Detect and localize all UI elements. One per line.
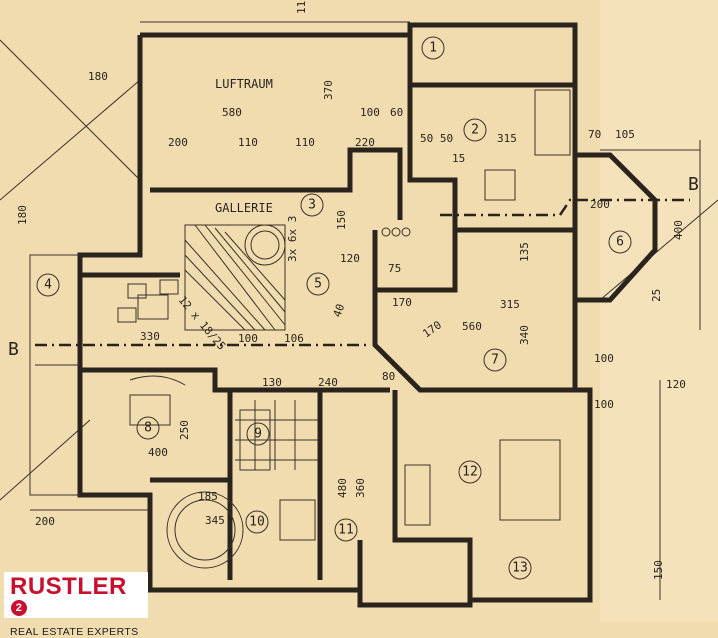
dimension: 240 bbox=[318, 376, 338, 389]
dimension: 250 bbox=[178, 420, 191, 440]
floor-plan-drawing: LUFTRAUM GALLERIE B B 1 2 3 4 5 6 7 8 9 … bbox=[0, 0, 718, 621]
dimension: 180 bbox=[16, 205, 29, 225]
dimension: 220 bbox=[355, 136, 375, 149]
dimension: 400 bbox=[672, 220, 685, 240]
dimension: 480 bbox=[336, 478, 349, 498]
dimension: 340 bbox=[518, 325, 531, 345]
dimension: 200 bbox=[35, 515, 55, 528]
room-number: 4 bbox=[44, 278, 52, 293]
dimension: 580 bbox=[222, 106, 242, 119]
label-luftraum: LUFTRAUM bbox=[215, 77, 273, 91]
logo-wordmark: RUSTLER2 bbox=[10, 574, 142, 626]
dimension: 400 bbox=[148, 446, 168, 459]
dimension: 110 bbox=[295, 136, 315, 149]
dimension: 60 bbox=[390, 106, 403, 119]
logo-mark-icon: 2 bbox=[11, 600, 27, 616]
room-number: 13 bbox=[512, 561, 528, 576]
paper-light-edge bbox=[600, 0, 718, 621]
section-marker-right: B bbox=[688, 174, 699, 195]
logo-word-text: RUSTLER bbox=[10, 573, 127, 600]
paper bbox=[0, 0, 718, 621]
room-number: 9 bbox=[254, 427, 262, 442]
room-number: 1 bbox=[429, 41, 437, 56]
room-number: 5 bbox=[314, 277, 322, 292]
dimension: 330 bbox=[140, 330, 160, 343]
dimension: 315 bbox=[497, 132, 517, 145]
room-number: 8 bbox=[144, 421, 152, 436]
room-number: 11 bbox=[338, 523, 354, 538]
dimension: 560 bbox=[462, 320, 482, 333]
exterior-walls bbox=[29, 22, 658, 608]
dimension-lines bbox=[30, 21, 701, 600]
dimension: 50 50 bbox=[420, 132, 453, 145]
label-gallerie: GALLERIE bbox=[215, 201, 273, 215]
dimension: 100 bbox=[594, 398, 614, 411]
room-number: 10 bbox=[249, 515, 265, 530]
room-number: 3 bbox=[308, 198, 316, 213]
dimension: 185 bbox=[198, 490, 218, 503]
room-number: 2 bbox=[471, 123, 479, 138]
dimension: 130 bbox=[262, 376, 282, 389]
room-numbers: 1 2 3 4 5 6 7 8 9 10 11 12 13 bbox=[36, 36, 632, 580]
room-number: 12 bbox=[462, 465, 478, 480]
room-number: 7 bbox=[491, 353, 499, 368]
dimension: 370 bbox=[322, 80, 335, 100]
staircase bbox=[184, 224, 286, 331]
dimension: 150 bbox=[335, 210, 348, 230]
dimension: 3x 6x 3 bbox=[286, 216, 299, 262]
logo-tagline: REAL ESTATE EXPERTS bbox=[10, 626, 139, 638]
dimension: 360 bbox=[354, 478, 367, 498]
dimension: 75 bbox=[388, 262, 401, 275]
dimension: 110 bbox=[238, 136, 258, 149]
dimension: 345 bbox=[205, 514, 225, 527]
dimension: 80 bbox=[382, 370, 395, 383]
dimension: 120 bbox=[340, 252, 360, 265]
dimension: 150 bbox=[652, 560, 665, 580]
dimension: 105 bbox=[615, 128, 635, 141]
dimension: 115 bbox=[295, 0, 308, 14]
dimension: 70 bbox=[588, 128, 601, 141]
rustler-logo: RUSTLER2 REAL ESTATE EXPERTS bbox=[4, 572, 148, 638]
dimension: 106 bbox=[284, 332, 304, 345]
furniture bbox=[117, 89, 571, 541]
dimension: 120 bbox=[666, 378, 686, 391]
dimension: 200 bbox=[168, 136, 188, 149]
dimension: 25 bbox=[650, 289, 663, 302]
roof-lines bbox=[0, 39, 718, 501]
section-marker-left: B bbox=[8, 339, 19, 360]
section-line bbox=[35, 198, 690, 347]
round-fixtures bbox=[166, 224, 411, 569]
room-number: 6 bbox=[616, 235, 624, 250]
dimension: 100 bbox=[594, 352, 614, 365]
dimension: 180 bbox=[88, 70, 108, 83]
dimension: 100 bbox=[360, 106, 380, 119]
dimension: 40 bbox=[331, 302, 348, 319]
dimension: 135 bbox=[518, 242, 531, 262]
dimension: 200 bbox=[590, 198, 610, 211]
interior-walls bbox=[80, 35, 575, 600]
dimension: 15 bbox=[452, 152, 465, 165]
dimension-labels: 580 370 200 110 110 220 100 60 315 50 50… bbox=[16, 0, 686, 580]
dimension: 315 bbox=[500, 298, 520, 311]
dimension: 100 bbox=[238, 332, 258, 345]
dimension: 170 bbox=[392, 296, 412, 309]
